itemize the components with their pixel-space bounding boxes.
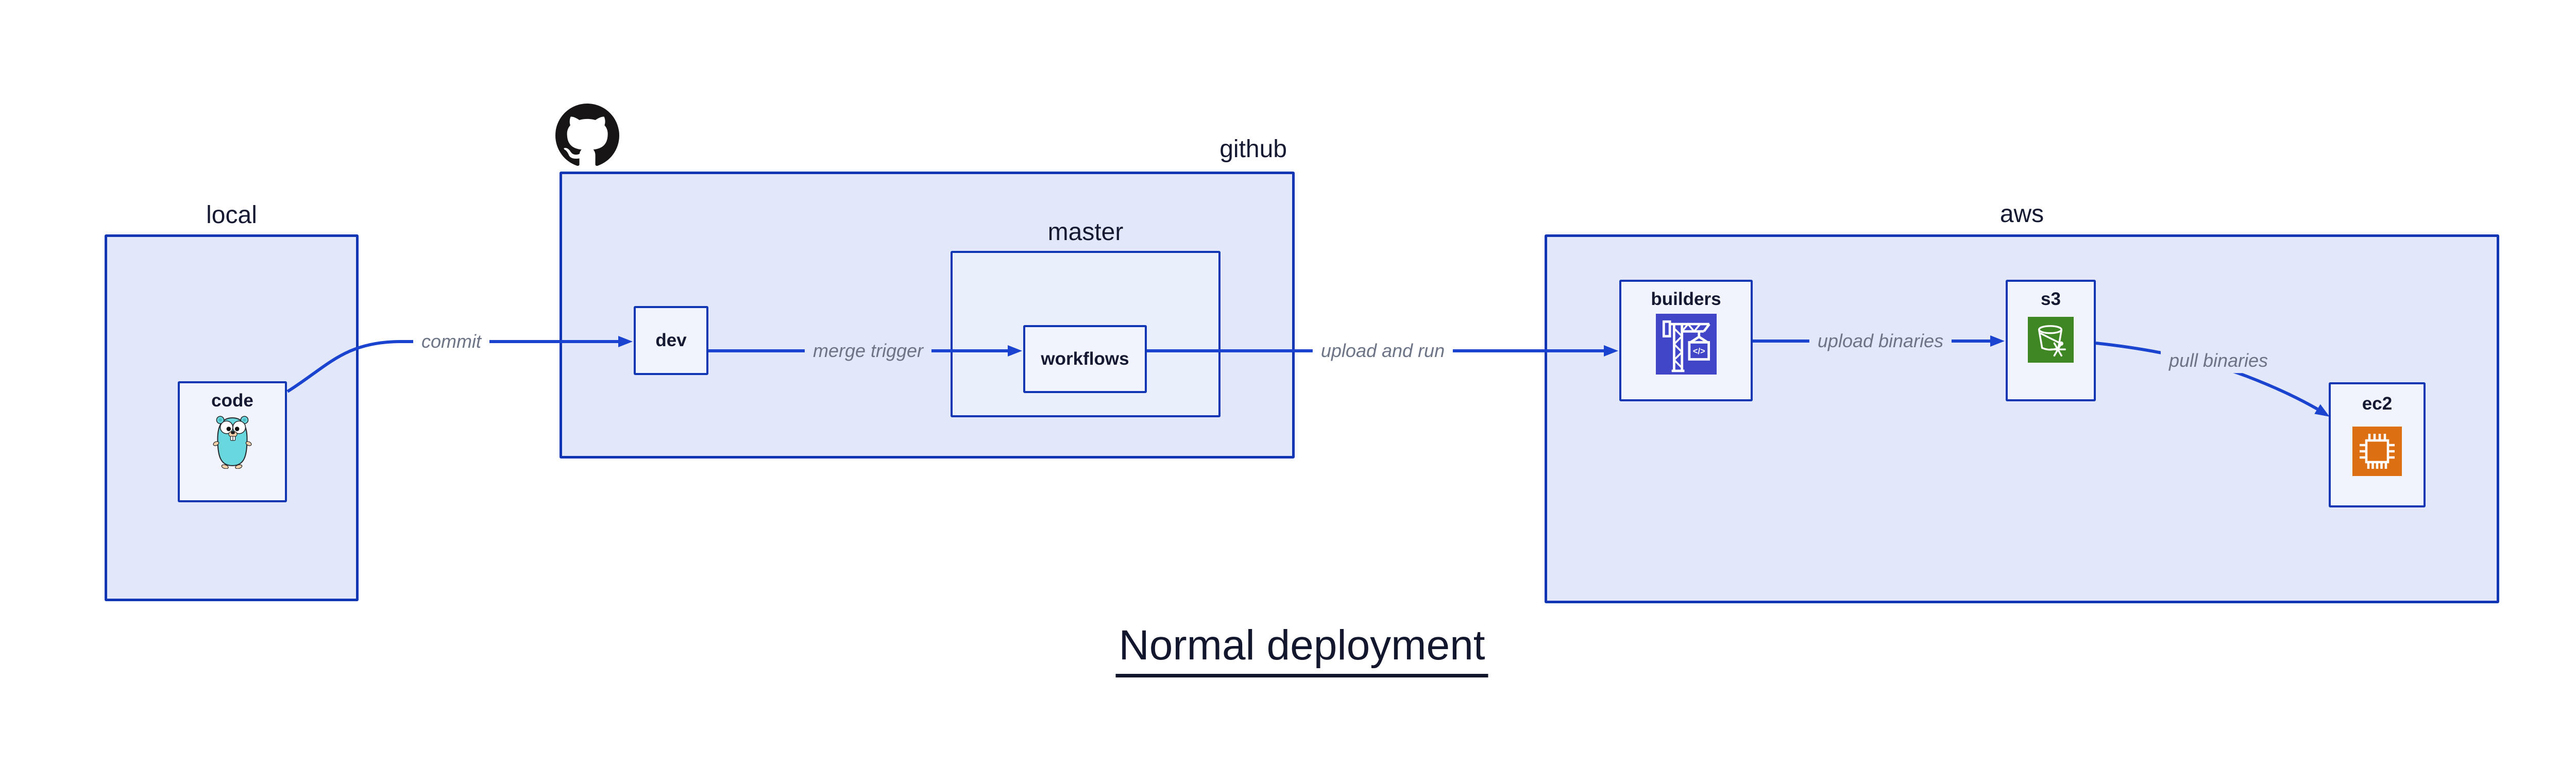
node-label-dev: dev: [655, 330, 687, 350]
node-dev: dev: [634, 306, 708, 375]
aws-s3-glacier-bucket-icon: [2028, 317, 2074, 363]
node-label-workflows: workflows: [1041, 349, 1129, 369]
aws-ec2-chip-icon: [2352, 427, 2402, 476]
node-label-s3: s3: [2041, 289, 2061, 309]
node-builders: builders </>: [1619, 280, 1753, 401]
node-s3: s3: [2006, 280, 2096, 401]
edge-label-commit: commit: [413, 329, 489, 354]
node-label-code: code: [211, 390, 253, 411]
group-label-master: master: [1047, 218, 1124, 246]
arrowhead-merge-trigger: [1008, 345, 1022, 356]
node-workflows: workflows: [1023, 325, 1147, 393]
edge-label-pull-binaries: pull binaries: [2160, 348, 2277, 373]
node-ec2: ec2: [2329, 382, 2426, 507]
arrowhead-pull-binaries: [2314, 404, 2330, 417]
group-label-local: local: [206, 201, 257, 229]
diagram-title: Normal deployment: [1115, 624, 1488, 677]
group-label-github: github: [1219, 135, 1287, 163]
arrowhead-commit: [618, 336, 633, 347]
svg-text:</>: </>: [1692, 347, 1705, 356]
arrowhead-upload-binaries: [1990, 335, 2005, 347]
arrowhead-upload-and-run: [1604, 345, 1618, 356]
github-octocat-icon: [555, 104, 619, 166]
edge-commit-line: [286, 340, 618, 393]
go-gopher-icon: [213, 416, 252, 469]
edge-label-merge-trigger: merge trigger: [804, 338, 932, 363]
group-label-aws: aws: [1999, 200, 2044, 228]
node-code: code: [178, 381, 287, 502]
edge-label-upload-and-run: upload and run: [1312, 338, 1453, 363]
aws-codebuild-crane-icon: </>: [1655, 314, 1717, 375]
node-label-ec2: ec2: [2362, 394, 2393, 414]
edge-label-upload-binaries: upload binaries: [1809, 329, 1952, 353]
node-label-builders: builders: [1651, 289, 1721, 309]
